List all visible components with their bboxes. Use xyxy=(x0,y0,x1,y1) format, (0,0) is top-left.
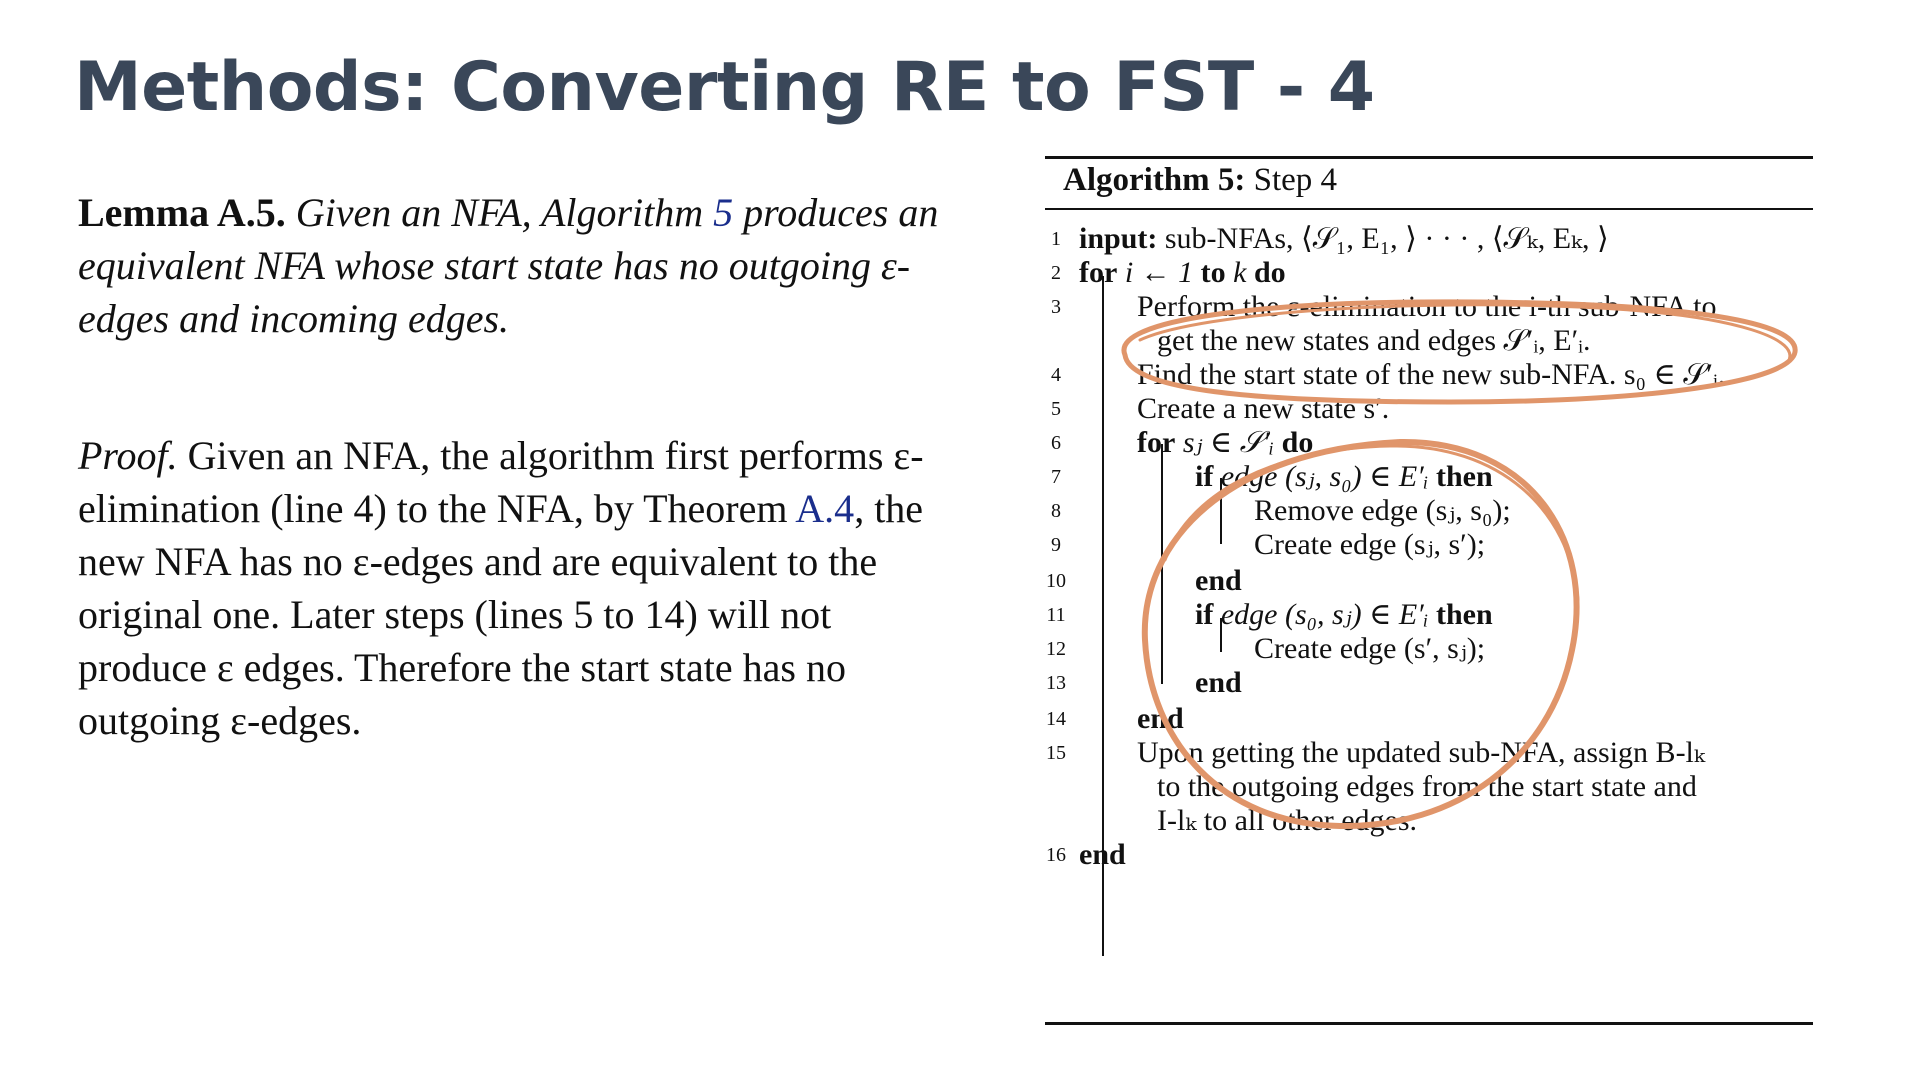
proof-text-start: Given an NFA, the algorithm first perfor… xyxy=(78,433,924,531)
lemma-proof-column: Lemma A.5. Given an NFA, Algorithm 5 pro… xyxy=(78,186,948,747)
algorithm-top-rule xyxy=(1045,156,1813,159)
inner-for-scope-bar xyxy=(1161,444,1163,684)
proof-label: Proof. xyxy=(78,433,178,478)
for-loop-scope-bar xyxy=(1102,276,1104,956)
slide-title: Methods: Converting RE to FST - 4 xyxy=(74,48,1375,127)
algorithm-title-rule xyxy=(1045,208,1813,210)
algorithm-title: Algorithm 5: Step 4 xyxy=(1063,162,1338,198)
lemma-text-start: Given an NFA, Algorithm 5 produces an eq… xyxy=(78,190,939,341)
theorem-reference-link[interactable]: A.4 xyxy=(795,486,855,531)
lemma-paragraph: Lemma A.5. Given an NFA, Algorithm 5 pro… xyxy=(78,186,948,345)
algorithm-reference-link[interactable]: 5 xyxy=(713,190,734,235)
proof-text-end: , the new NFA has no ε-edges and are equ… xyxy=(78,486,924,743)
algorithm-bottom-rule xyxy=(1045,1022,1813,1025)
lemma-label: Lemma A.5. xyxy=(78,190,286,235)
proof-paragraph: Proof. Given an NFA, the algorithm first… xyxy=(78,429,948,747)
